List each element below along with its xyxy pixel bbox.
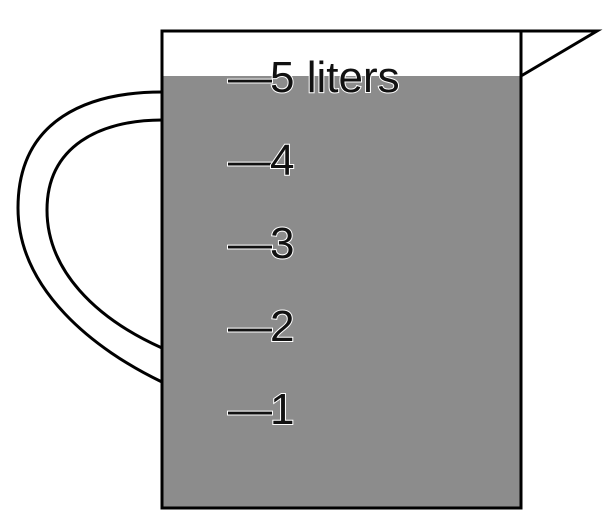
measurement-label-2: 2 (270, 302, 294, 351)
measurement-label-1: 1 (270, 385, 294, 434)
measurement-label-5: 5 liters (270, 53, 400, 102)
pitcher-handle (16, 90, 163, 384)
liquid-fill (162, 76, 521, 508)
measurement-mark-1: —1 (228, 385, 294, 434)
measurement-label-4: 4 (270, 136, 294, 185)
pitcher-spout (520, 29, 603, 78)
measurement-mark-2: —2 (228, 302, 294, 351)
measurement-marks: —5 liters —4 —3 —2 —1 (227, 52, 401, 435)
measurement-label-3: 3 (270, 219, 294, 268)
measurement-mark-5: —5 liters (228, 53, 400, 102)
pitcher-handle-inner (45, 118, 163, 350)
measurement-mark-4: —4 (228, 136, 294, 185)
measurement-mark-3: —3 (228, 219, 294, 268)
pitcher-body (160, 29, 523, 510)
